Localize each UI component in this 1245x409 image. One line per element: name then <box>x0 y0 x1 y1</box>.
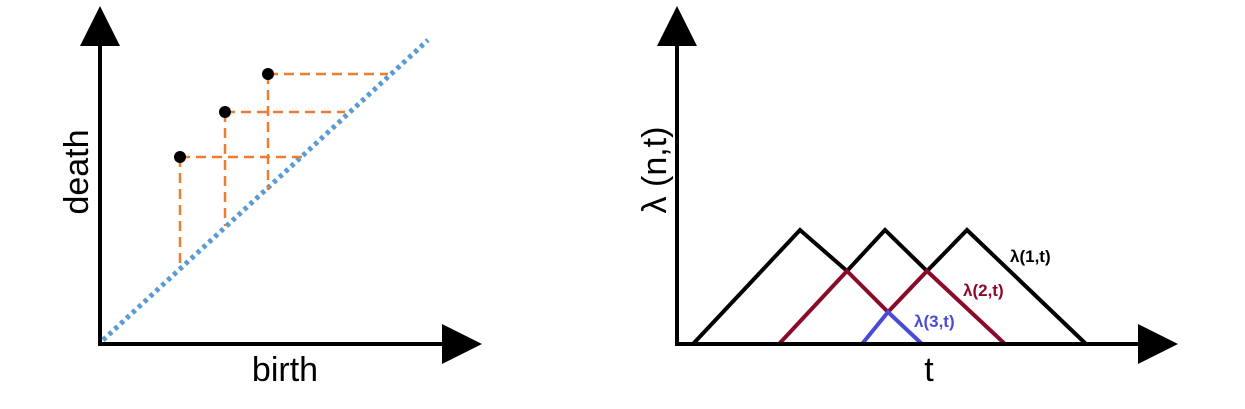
curve-label-2: λ(2,t) <box>963 281 1004 300</box>
x-axis-label: birth <box>252 351 318 389</box>
point-3 <box>262 68 274 80</box>
persistence-landscape: λ(1,t) λ(2,t) λ(3,t) t λ (n,t) <box>636 6 1178 389</box>
landscape-x-axis-label: t <box>924 351 934 389</box>
point-1 <box>174 151 186 163</box>
landscape-y-axis-label: λ (n,t) <box>636 127 674 214</box>
diagonal-line <box>101 38 430 342</box>
persistence-diagram: birth death <box>58 6 482 389</box>
landscape-curve-1 <box>691 227 1088 346</box>
guide-lines <box>178 72 388 268</box>
landscape-curve-3 <box>860 309 924 346</box>
curve-label-1: λ(1,t) <box>1010 247 1051 266</box>
point-2 <box>219 106 231 118</box>
y-axis-label: death <box>58 129 96 214</box>
curve-label-3: λ(3,t) <box>914 312 955 331</box>
